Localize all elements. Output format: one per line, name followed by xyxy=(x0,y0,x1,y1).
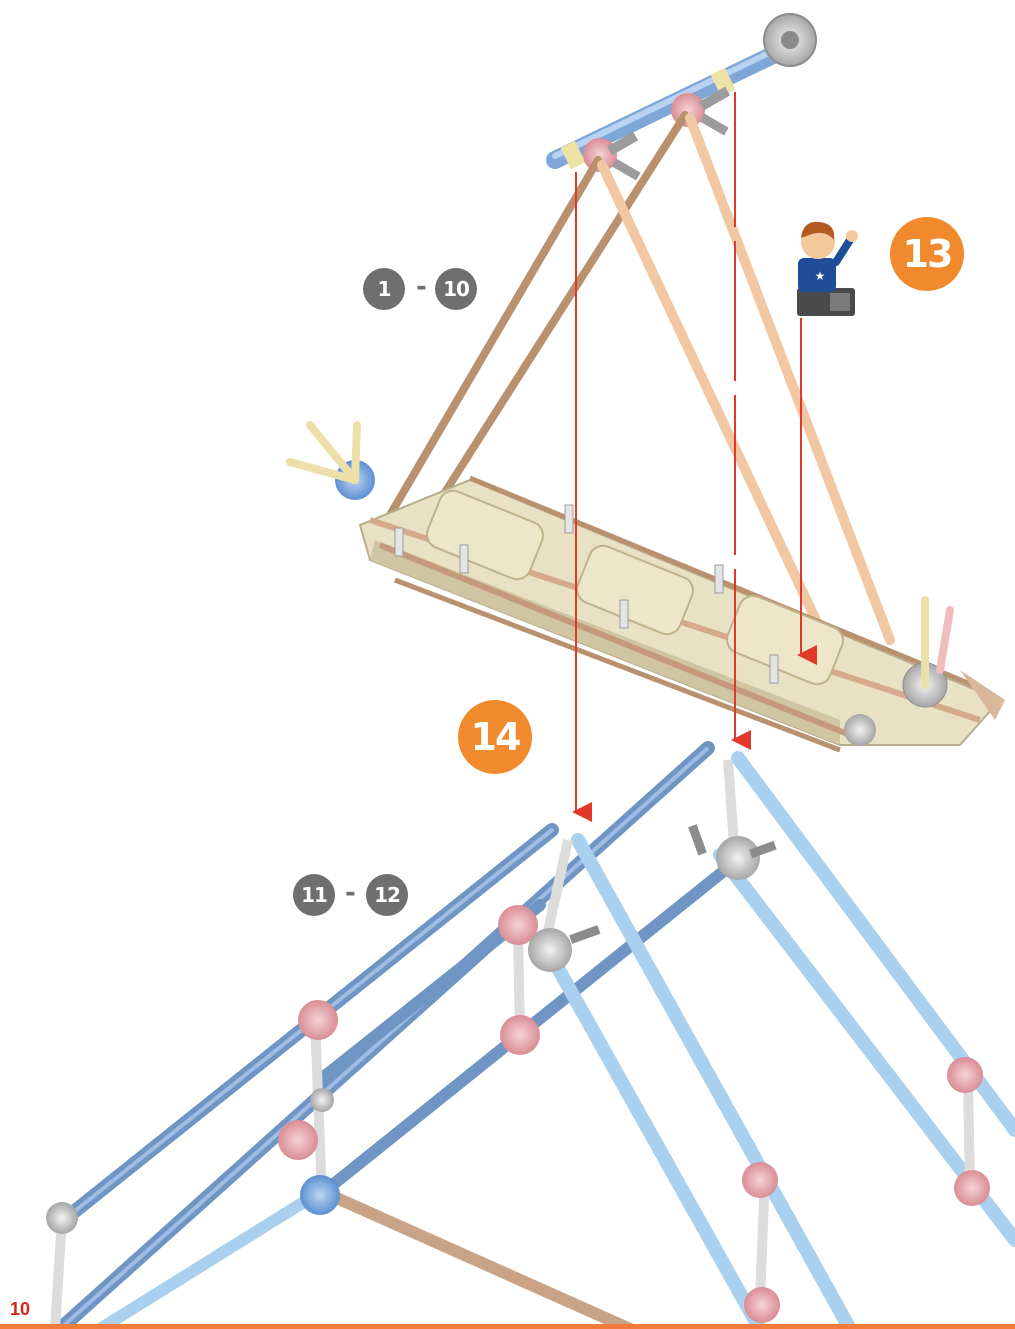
grey-connector-icon xyxy=(46,1202,78,1234)
pink-connector-icon xyxy=(947,1057,983,1093)
pink-connector-icon xyxy=(278,1120,318,1160)
pink-connector-icon xyxy=(744,1287,780,1323)
a-frame xyxy=(46,741,1015,1329)
boat-left-gear-icon xyxy=(286,421,375,500)
step-13-number: 13 xyxy=(902,232,954,276)
substep-to-badge: 10 xyxy=(435,268,477,310)
substep-to-number: 12 xyxy=(374,883,401,907)
substep-to-badge: 12 xyxy=(366,874,408,916)
hanging-rods xyxy=(386,111,895,655)
pink-connector-icon xyxy=(498,905,538,945)
step-14-number: 14 xyxy=(470,715,522,759)
boat-right-gear-icon xyxy=(902,596,1005,720)
bottom-rule xyxy=(0,1324,1015,1329)
range-separator: - xyxy=(416,272,427,302)
grey-connector-icon xyxy=(716,836,760,880)
top-gear-icon xyxy=(763,13,817,67)
pink-connector-icon xyxy=(742,1162,778,1198)
assembly-arrows xyxy=(572,92,817,822)
step-13-badge: 13 xyxy=(890,217,964,291)
step-14-badge: 14 xyxy=(458,700,532,774)
substep-from-badge: 1 xyxy=(363,268,405,310)
substep-from-number: 1 xyxy=(377,277,392,301)
top-axle xyxy=(546,13,817,181)
figure-icon: ★ xyxy=(797,221,858,316)
pink-connector-icon xyxy=(500,1015,540,1055)
substep-from-number: 11 xyxy=(301,883,328,907)
pink-connector-icon xyxy=(954,1170,990,1206)
range-separator: - xyxy=(345,878,356,908)
pink-connector-icon xyxy=(298,1000,338,1040)
grey-connector-icon xyxy=(528,928,572,972)
blue-connector-icon xyxy=(300,1175,340,1215)
page-number: 10 xyxy=(10,1299,31,1319)
substep-to-number: 10 xyxy=(443,277,470,301)
svg-text:★: ★ xyxy=(815,269,826,283)
grey-connector-icon xyxy=(310,1088,334,1112)
boat-assembly xyxy=(286,421,1005,753)
substep-from-badge: 11 xyxy=(293,874,335,916)
